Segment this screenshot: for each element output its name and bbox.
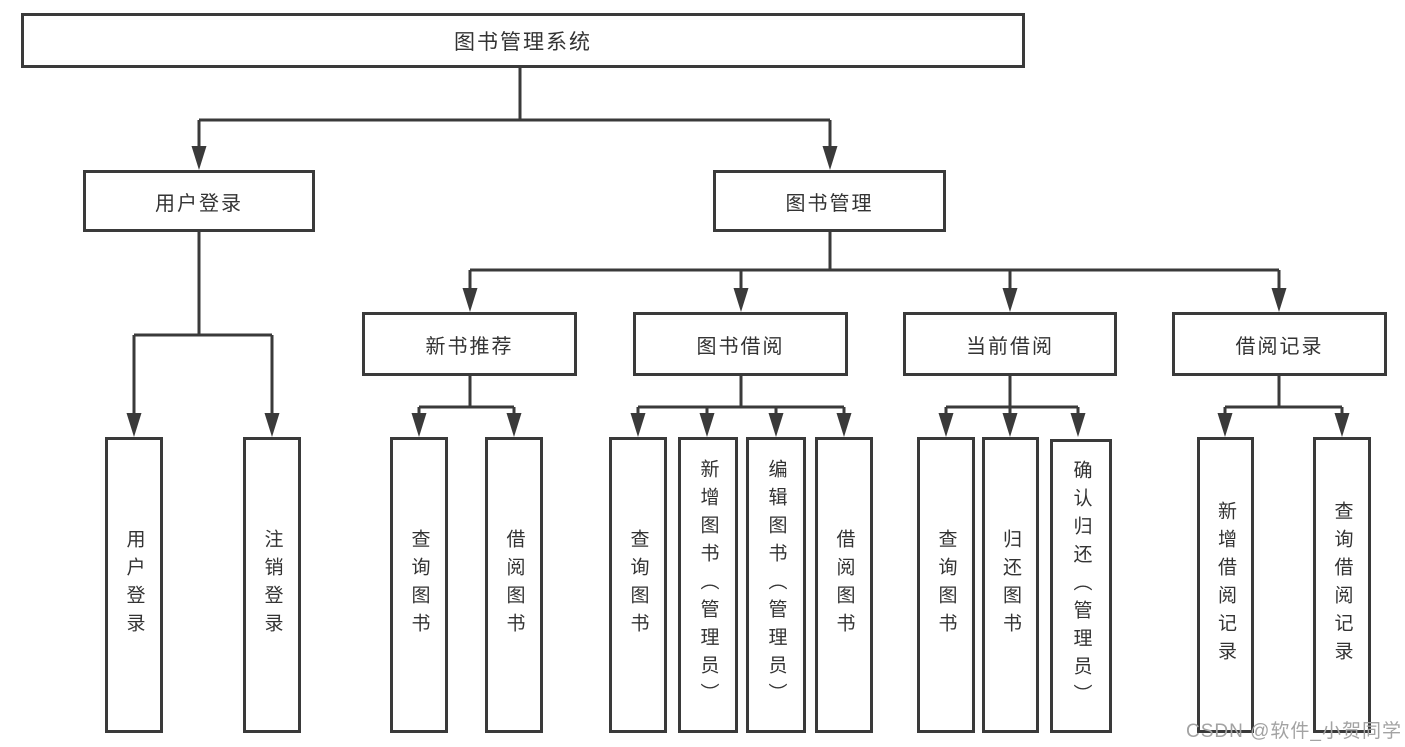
- leaf-logout: 注销登录: [243, 437, 301, 733]
- leaf-query-books-2: 查询图书: [609, 437, 667, 733]
- leaf-borrow-books-1: 借阅图书: [485, 437, 543, 733]
- leaf-edit-book-admin-label: 编辑图书（管理员）: [765, 459, 787, 711]
- node-library-system: 图书管理系统: [21, 13, 1025, 68]
- leaf-borrow-books-2-label: 借阅图书: [833, 529, 855, 641]
- leaf-borrow-books-2: 借阅图书: [815, 437, 873, 733]
- node-current-borrowing: 当前借阅: [903, 312, 1117, 376]
- leaf-user-login: 用户登录: [105, 437, 163, 733]
- leaf-edit-book-admin: 编辑图书（管理员）: [746, 437, 806, 733]
- leaf-add-borrow-record: 新增借阅记录: [1197, 437, 1254, 733]
- node-new-book-recommend-label: 新书推荐: [425, 335, 514, 358]
- node-book-management-label: 图书管理: [785, 192, 874, 215]
- leaf-query-books-1: 查询图书: [390, 437, 448, 733]
- leaf-confirm-return-admin-label: 确认归还（管理员）: [1070, 460, 1092, 712]
- node-book-management: 图书管理: [713, 170, 946, 232]
- leaf-query-books-2-label: 查询图书: [627, 529, 649, 641]
- node-borrowing-records-label: 借阅记录: [1235, 335, 1324, 358]
- node-book-borrowing-label: 图书借阅: [696, 335, 785, 358]
- leaf-query-books-3-label: 查询图书: [935, 529, 957, 641]
- leaf-query-books-1-label: 查询图书: [408, 529, 430, 641]
- node-current-borrowing-label: 当前借阅: [966, 335, 1054, 358]
- leaf-add-borrow-record-label: 新增借阅记录: [1215, 501, 1236, 669]
- leaf-add-book-admin: 新增图书（管理员）: [678, 437, 738, 733]
- leaf-borrow-books-1-label: 借阅图书: [503, 529, 525, 641]
- leaf-confirm-return-admin: 确认归还（管理员）: [1050, 439, 1112, 733]
- csdn-watermark: CSDN @软件_小贺同学: [1186, 721, 1402, 742]
- node-user-login-label: 用户登录: [155, 192, 243, 215]
- leaf-return-books-label: 归还图书: [1000, 529, 1021, 641]
- leaf-return-books: 归还图书: [982, 437, 1039, 733]
- arrowheads: [126, 146, 1350, 437]
- node-new-book-recommend: 新书推荐: [362, 312, 577, 376]
- node-user-login: 用户登录: [83, 170, 315, 232]
- node-library-system-label: 图书管理系统: [454, 30, 592, 54]
- leaf-query-books-3: 查询图书: [917, 437, 975, 733]
- leaf-add-book-admin-label: 新增图书（管理员）: [697, 459, 719, 711]
- leaf-user-login-label: 用户登录: [123, 529, 145, 641]
- leaf-query-borrow-record-label: 查询借阅记录: [1331, 501, 1353, 669]
- node-book-borrowing: 图书借阅: [633, 312, 848, 376]
- leaf-query-borrow-record: 查询借阅记录: [1313, 437, 1371, 733]
- node-borrowing-records: 借阅记录: [1172, 312, 1387, 376]
- leaf-logout-label: 注销登录: [261, 529, 283, 641]
